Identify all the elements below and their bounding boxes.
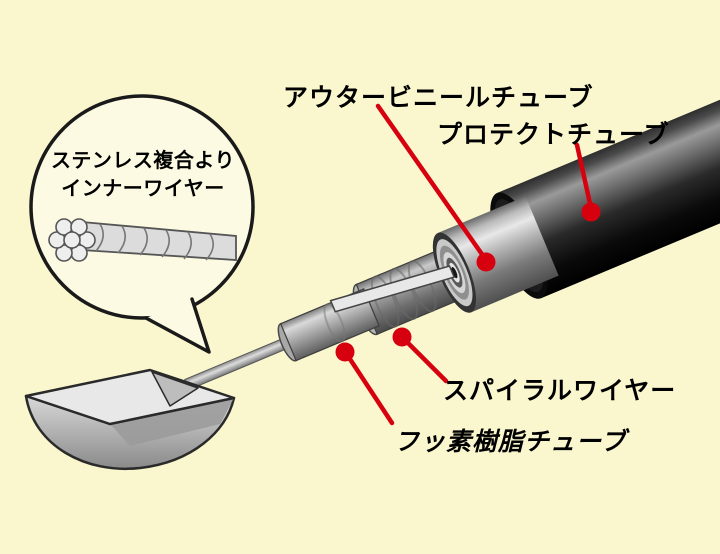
label-outer-vinyl-tube: アウタービニールチューブ [283, 84, 594, 112]
inset-circle [29, 94, 255, 354]
inset-label-line2: インナーワイヤー [61, 178, 225, 200]
callout-line-spiral [400, 335, 449, 384]
outer-vinyl-tube-shape [432, 196, 559, 313]
wire-strand-illustration [48, 218, 237, 262]
cable-end-fitting [24, 368, 236, 471]
callout-lines [343, 103, 594, 426]
callout-line-outer-vinyl [375, 103, 489, 263]
cable-assembly [184, 81, 720, 391]
callout-line-fluoro [343, 350, 395, 426]
callout-dot-outer-vinyl [476, 252, 496, 272]
callout-line-protect [574, 142, 594, 211]
strand-cross-section [48, 218, 96, 262]
inset-label-line1: ステンレス複合より [50, 150, 236, 172]
inset-tail [146, 299, 209, 352]
callout-dot-spiral [392, 327, 412, 347]
callout-dot-fluoro [335, 342, 355, 362]
label-protect-tube: プロテクトチューブ [437, 121, 670, 149]
callout-dots [335, 202, 601, 362]
inner-wire-strip-shape [329, 265, 456, 313]
callout-dot-protect [581, 202, 601, 222]
label-fluoro-resin-tube: フッ素樹脂チューブ [394, 428, 627, 456]
label-spiral-wire: スパイラルワイヤー [443, 377, 677, 405]
